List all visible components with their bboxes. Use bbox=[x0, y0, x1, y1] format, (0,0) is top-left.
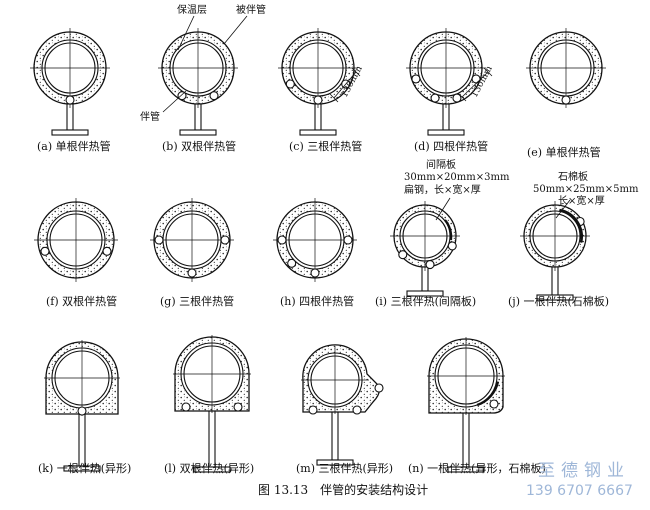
caption-e: (e) 单根伴热管 bbox=[527, 145, 601, 159]
tracer-pipe bbox=[181, 402, 191, 412]
panel-n bbox=[427, 337, 505, 473]
tracer-pipe bbox=[220, 235, 230, 245]
caption-a: (a) 单根伴热管 bbox=[37, 139, 111, 153]
asbestos-plate bbox=[559, 208, 583, 243]
support-base bbox=[316, 459, 354, 466]
leader-lines bbox=[162, 15, 571, 221]
tracer-pipe bbox=[425, 260, 435, 270]
panel-i bbox=[390, 201, 460, 297]
tracer-pipe bbox=[352, 405, 362, 415]
spacer-plate bbox=[444, 219, 453, 241]
caption-m: (m) 三根伴热(异形) bbox=[296, 461, 393, 475]
panel-m bbox=[301, 344, 384, 466]
panel-b bbox=[158, 28, 238, 136]
tracer-pipe bbox=[489, 399, 499, 409]
tracer-pipe bbox=[40, 246, 50, 256]
caption-g: (g) 三根伴热管 bbox=[160, 294, 234, 308]
figure-title: 图 13.13 伴管的安装结构设计 bbox=[258, 482, 428, 497]
tracer-pipe bbox=[77, 406, 87, 416]
caption-l: (l) 双根伴热(异形) bbox=[164, 461, 254, 475]
tracer-pipe bbox=[447, 241, 457, 251]
caption-c: (c) 三根伴热管 bbox=[289, 139, 362, 153]
asbestos-size: 50mm×25mm×5mm bbox=[533, 184, 639, 195]
tracer-pipe bbox=[287, 258, 297, 268]
watermark-phone: 139 6707 6667 bbox=[526, 483, 633, 499]
caption-f: (f) 双根伴热管 bbox=[46, 294, 117, 308]
support-base bbox=[299, 129, 337, 136]
tracer-pipe bbox=[285, 79, 295, 89]
tracer-pipe bbox=[308, 405, 318, 415]
caption-j: (j) 一根伴热(石棉板) bbox=[508, 294, 609, 308]
tracer-pipe bbox=[310, 268, 320, 278]
tracer-label: 伴管 bbox=[140, 110, 160, 123]
insulation-label: 保温层 bbox=[177, 3, 207, 16]
panel-g bbox=[150, 198, 234, 282]
support-base bbox=[447, 466, 485, 473]
panel-k bbox=[44, 340, 120, 472]
panel-h bbox=[273, 198, 357, 282]
panel-a bbox=[30, 28, 110, 136]
panel-d bbox=[406, 28, 486, 136]
asbestos-title: 石棉板 bbox=[558, 170, 588, 183]
support-base bbox=[51, 129, 89, 136]
tracer-pipe bbox=[102, 246, 112, 256]
support-base bbox=[427, 129, 465, 136]
asbestos-desc: 长×宽×厚 bbox=[558, 194, 605, 207]
tracer-pipe bbox=[209, 91, 219, 101]
panel-e bbox=[526, 28, 606, 108]
support-base bbox=[179, 129, 217, 136]
tracer-pipe bbox=[452, 93, 462, 103]
panel-j bbox=[520, 201, 590, 301]
diagram-group bbox=[30, 28, 606, 473]
tracer-pipe bbox=[343, 235, 353, 245]
caption-d: (d) 四根伴热管 bbox=[414, 139, 488, 153]
support-base bbox=[193, 466, 231, 473]
caption-k: (k) 一根伴热(异形) bbox=[38, 461, 131, 475]
support-stem bbox=[462, 410, 470, 468]
tracer-pipe bbox=[177, 91, 187, 101]
tracer-pipe bbox=[411, 74, 421, 84]
support-stem bbox=[331, 409, 339, 461]
caption-h: (h) 四根伴热管 bbox=[280, 294, 354, 308]
tracer-pipe bbox=[561, 95, 571, 105]
caption-b: (b) 双根伴热管 bbox=[162, 139, 236, 153]
support-stem bbox=[78, 411, 86, 467]
support-stem bbox=[208, 408, 216, 468]
support-base bbox=[406, 290, 444, 297]
asbestos-plate bbox=[476, 381, 500, 407]
caption-n: (n) 一根伴热(异形，石棉板) bbox=[408, 461, 546, 475]
traced-pipe-label: 被伴管 bbox=[236, 3, 266, 16]
panel-c bbox=[278, 28, 358, 136]
tracer-pipe bbox=[154, 235, 164, 245]
tracer-pipe bbox=[430, 93, 440, 103]
watermark-company: 至德钢业 bbox=[538, 461, 630, 481]
spacer-title: 间隔板 bbox=[426, 158, 456, 171]
tracer-pipe bbox=[187, 268, 197, 278]
tracer-pipe bbox=[277, 235, 287, 245]
tracer-pipe bbox=[233, 402, 243, 412]
tracer-pipe bbox=[374, 383, 384, 393]
caption-i: (i) 三根伴热(间隔板) bbox=[375, 294, 476, 308]
support-base bbox=[63, 465, 101, 472]
panel-l bbox=[173, 335, 251, 473]
support-base bbox=[536, 294, 574, 301]
tracer-pipe bbox=[65, 95, 75, 105]
spacer-desc: 扁钢，长×宽×厚 bbox=[404, 183, 481, 196]
tracer-pipe bbox=[313, 95, 323, 105]
tracer-pipe bbox=[398, 250, 408, 260]
spacer-size: 30mm×20mm×3mm bbox=[404, 172, 510, 183]
panel-f bbox=[34, 198, 118, 282]
